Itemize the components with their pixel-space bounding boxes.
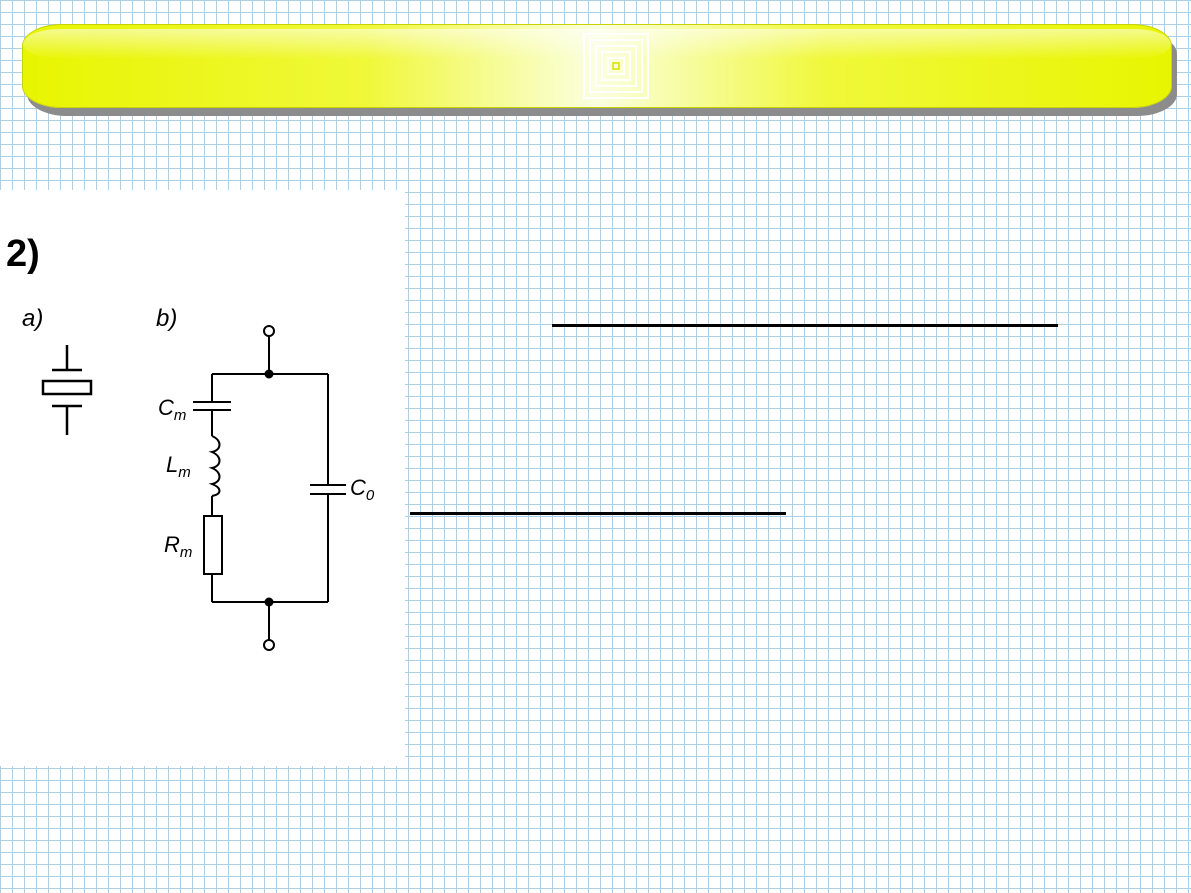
circuit-diagram: 2) a) b): [6, 233, 375, 651]
lm-label: Lm: [166, 452, 191, 481]
c0-label: C0: [350, 475, 375, 504]
rm-label: Rm: [164, 532, 192, 561]
crystal-symbol-icon: [41, 345, 93, 435]
problem-number: 2): [6, 233, 40, 275]
answer-line-1: [552, 324, 1058, 327]
title-banner: [22, 24, 1172, 108]
circuit-figure: 2) a) b): [0, 190, 405, 766]
banner-emblem-icon: [583, 33, 649, 99]
equivalent-circuit: [193, 325, 346, 651]
part-b-label: b): [156, 305, 177, 332]
answer-line-2: [410, 512, 786, 515]
cm-label: Cm: [158, 395, 186, 424]
part-a-label: a): [22, 305, 43, 332]
